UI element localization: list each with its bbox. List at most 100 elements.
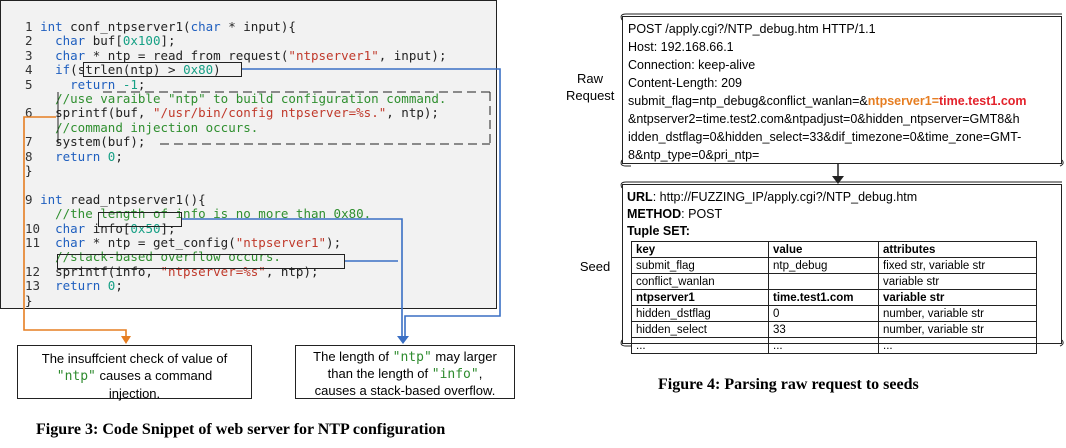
code-token: ; (115, 278, 123, 294)
code-token: 0x100 (122, 33, 161, 49)
line-number: 3 (25, 47, 56, 63)
request-body-line: 8&ntp_type=0&pri_ntp= (628, 148, 760, 162)
note-right-text2: may larger (431, 349, 497, 364)
seed-tuple-label: Tuple SET: (627, 224, 690, 238)
request-body-line: idden_dstflag=0&hidden_select=33&dif_tim… (628, 130, 1022, 144)
code-token: 0x50 (130, 220, 161, 236)
request-header-line: Host: 192.168.66.1 (628, 40, 734, 54)
request-header-line: Content-Length: 209 (628, 76, 742, 90)
code-line: 11 char * ntp = get_config("ntpserver1")… (25, 236, 341, 250)
code-token: sprintf(info, (55, 263, 161, 279)
code-line: 3 char * ntp = read_from_request("ntpser… (25, 47, 447, 63)
line-number: 8 (25, 148, 56, 164)
table-cell: variable str (878, 273, 1037, 290)
table-cell: submit_flag (631, 257, 769, 274)
code-token: * ntp = get_config( (85, 235, 236, 250)
code-token: } (25, 292, 33, 308)
dashed-bracket (103, 91, 491, 145)
code-token: int (40, 191, 71, 207)
table-cell: time.test1.com (768, 289, 879, 306)
code-token: * input){ (220, 19, 296, 34)
code-token: 0 (107, 278, 116, 294)
code-line: //use varaible "ntp" to build configurat… (25, 92, 446, 106)
code-token: int (40, 19, 71, 34)
line-number: 9 (25, 191, 41, 207)
raw-label-line1: Raw (576, 71, 603, 86)
code-line: 2 char buf[0x100]; (25, 34, 176, 48)
code-line: 10 char info[0x50]; (25, 220, 176, 236)
code-token: if (55, 62, 71, 78)
code-snippet-panel (0, 0, 497, 309)
orange-arrowhead (121, 336, 131, 344)
body-prefix: submit_flag=ntp_debug&conflict_wanlan=& (628, 94, 868, 108)
code-token: system(buf); (55, 134, 146, 150)
code-line: } (25, 292, 33, 308)
request-header-line: Connection: keep-alive (628, 58, 756, 72)
table-row: conflict_wanlan variable str (631, 273, 1037, 290)
note-right-text1: The length of (313, 349, 393, 364)
code-token: * ntp = read_from_request( (85, 47, 289, 63)
table-header-cell: value (768, 241, 879, 258)
table-header-cell: attributes (878, 241, 1037, 258)
code-line: //command injection occurs. (25, 120, 258, 135)
line-number: 6 (25, 105, 56, 121)
raw-label-line2: Request (566, 88, 615, 103)
code-token: ); (326, 235, 342, 250)
table-cell: ... (878, 337, 1037, 354)
figure4-caption: Figure 4: Parsing raw request to seeds (658, 376, 919, 393)
table-cell: variable str (878, 289, 1037, 306)
code-token: , ntp); (265, 263, 319, 279)
table-cell: fixed str, variable str (878, 257, 1037, 274)
code-token: ; (115, 148, 123, 164)
table-cell: ... (631, 337, 769, 354)
note-right-info-code: "info" (431, 367, 479, 382)
note-stack-overflow: The length of "ntp" may larger than the … (295, 345, 515, 399)
table-cell: number, variable str (878, 321, 1037, 338)
table-cell: conflict_wanlan (631, 273, 769, 290)
line-number: 4 (25, 62, 56, 78)
code-token: info[ (92, 220, 131, 236)
code-token: "ntpserver1" (288, 47, 379, 63)
note-left-ntp-code: "ntp" (56, 369, 96, 384)
note-left-line3: injection. (108, 386, 161, 401)
code-token: char (190, 19, 221, 34)
table-cell: ... (768, 337, 879, 354)
table-cell: ntp_debug (768, 257, 879, 274)
code-line: 6 sprintf(buf, "/usr/bin/config ntpserve… (25, 106, 439, 120)
note-right-ntp-code: "ntp" (392, 350, 432, 365)
code-token: //stack-based overflow occurs. (55, 249, 281, 265)
code-token: sprintf(buf, (55, 105, 153, 121)
line-number: 5 (25, 76, 71, 92)
url-value: : http://FUZZING_IP/apply.cgi?/NTP_debug… (652, 190, 918, 204)
code-token: "ntpserver1" (235, 235, 327, 250)
code-token: ) (213, 62, 221, 78)
table-cell: hidden_dstflag (631, 305, 769, 322)
code-token: "/usr/bin/config ntpserver=%s." (152, 105, 387, 121)
code-token: char (55, 235, 86, 250)
line-number: 11 (25, 235, 56, 250)
code-token: , input); (378, 47, 447, 63)
blue-connector-strlen (242, 68, 501, 338)
code-token: 0 (107, 148, 116, 164)
table-cell: ntpserver1 (631, 289, 769, 306)
seed-label: Seed (579, 259, 611, 274)
code-line: 13 return 0; (25, 279, 123, 293)
blue-arrowhead (397, 336, 409, 344)
note-right-text4: , (478, 366, 483, 381)
strlen-highlight-box (83, 62, 242, 77)
code-token: 0x80 (183, 62, 214, 78)
code-token: char (55, 33, 93, 49)
code-token: return (70, 76, 123, 92)
url-label: URL (627, 190, 653, 204)
code-line: 4 if(strlen(ntp) > 0x80) (25, 63, 221, 77)
code-token: "ntpserver=%s" (160, 263, 266, 279)
sprintf-info-highlight-box (57, 254, 345, 269)
code-line: 5 return -1; (25, 76, 145, 92)
request-body-line: &ntpserver2=time.test2.com&ntpadjust=0&h… (628, 112, 1020, 126)
